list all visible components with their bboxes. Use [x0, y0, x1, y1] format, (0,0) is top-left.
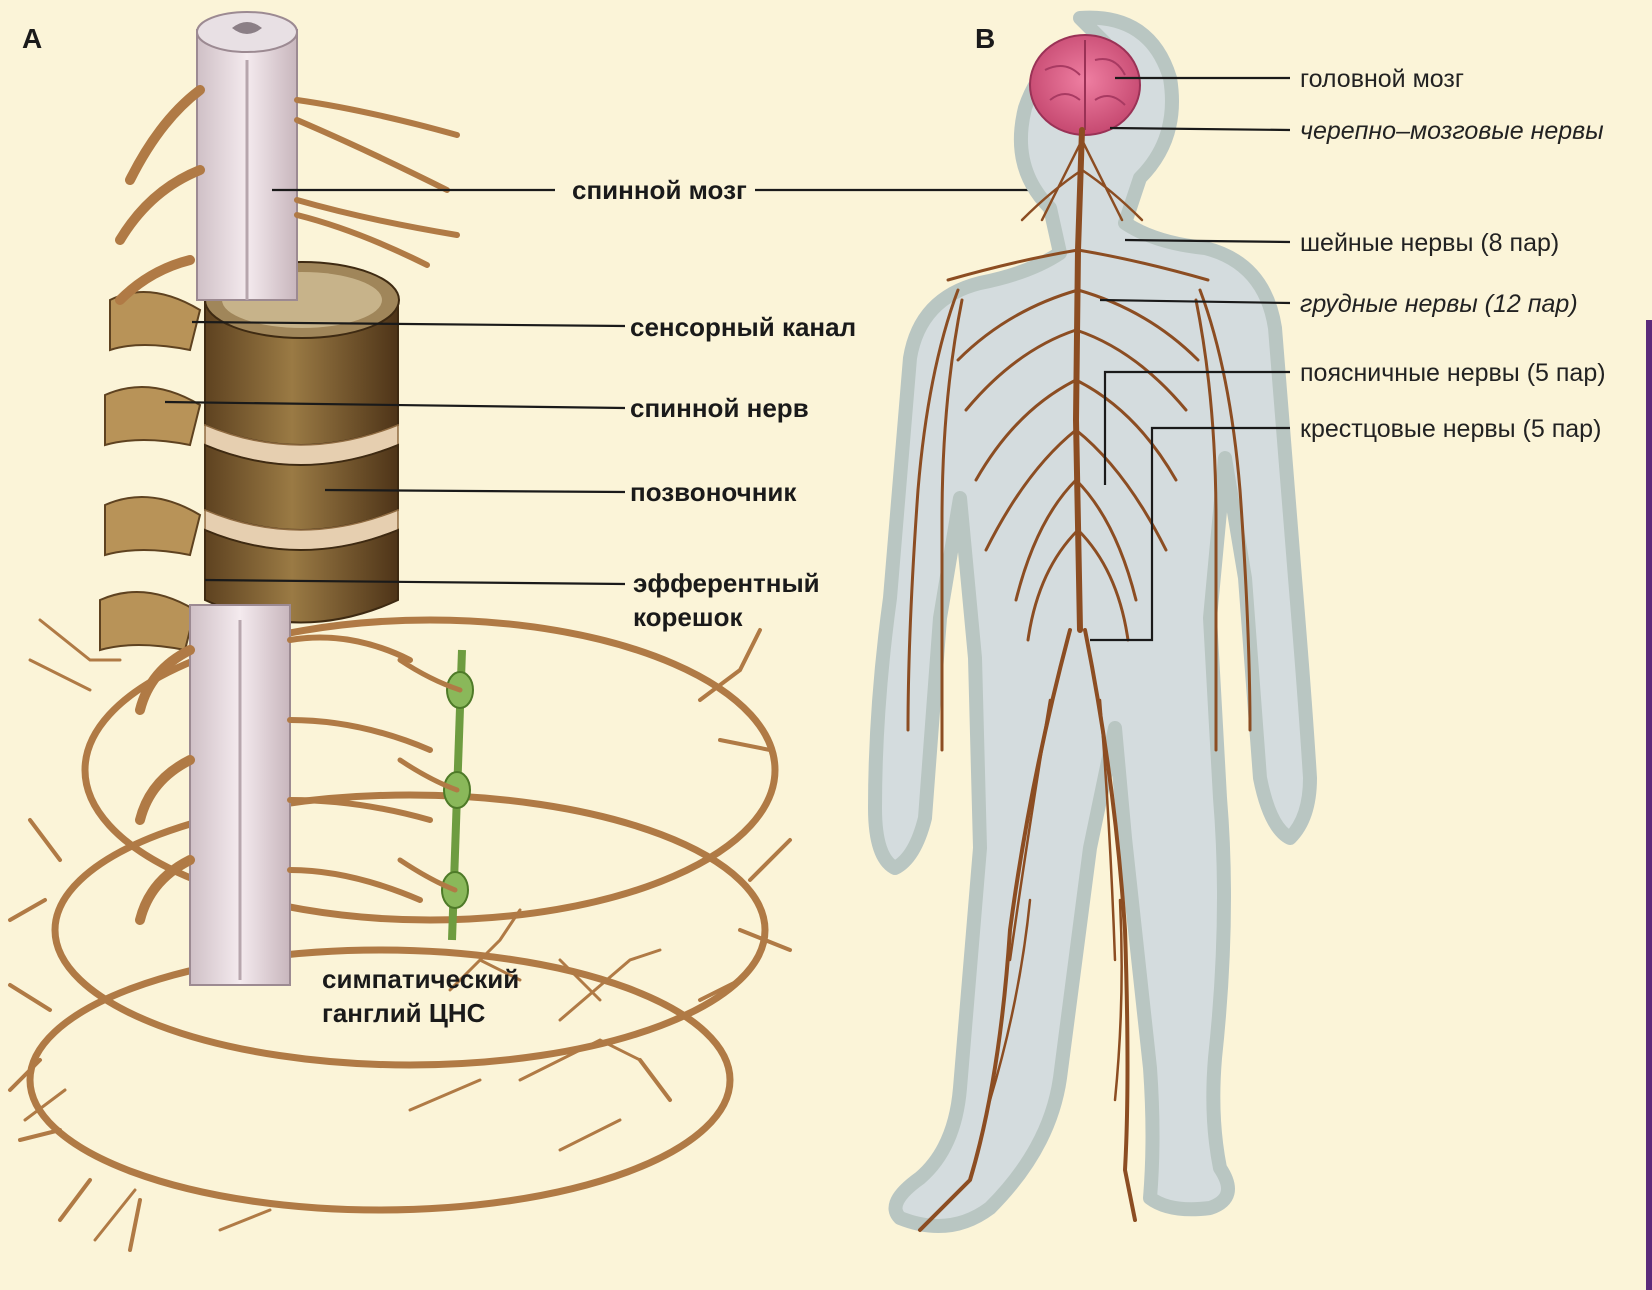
label-brain: головной мозг: [1300, 65, 1464, 93]
peripheral-nerve-loops: [10, 620, 790, 1250]
panel-a-letter: А: [22, 23, 42, 54]
right-edge-bar: [1646, 320, 1652, 1290]
label-cranial-nerves: черепно–мозговые нервы: [1300, 117, 1604, 145]
label-sympathetic-1: симпатический: [322, 964, 519, 994]
body-outline: [875, 18, 1310, 1226]
label-efferent-root-2: корешок: [633, 602, 743, 632]
label-spinal-nerve: спинной нерв: [630, 393, 809, 423]
label-efferent-root-1: эфферентный: [633, 568, 820, 598]
spine-vertebrae: [100, 262, 399, 650]
label-sacral-nerves: крестцовые нервы (5 пар): [1300, 415, 1601, 443]
label-lumbar-nerves: поясничные нервы (5 пар): [1300, 359, 1606, 387]
label-sympathetic-2: ганглий ЦНС: [322, 998, 486, 1028]
brain: [1030, 35, 1140, 135]
label-spine: позвоночник: [630, 477, 797, 507]
human-body-silhouette: [875, 18, 1310, 1226]
label-thoracic-nerves: грудные нервы (12 пар): [1300, 290, 1578, 318]
label-sensory-canal: сенсорный канал: [630, 312, 856, 342]
label-cervical-nerves: шейные нервы (8 пар): [1300, 229, 1559, 257]
panel-b-letter: В: [975, 23, 995, 54]
label-spinal-cord: спинной мозг: [572, 175, 747, 205]
panel-b: В: [875, 18, 1606, 1230]
